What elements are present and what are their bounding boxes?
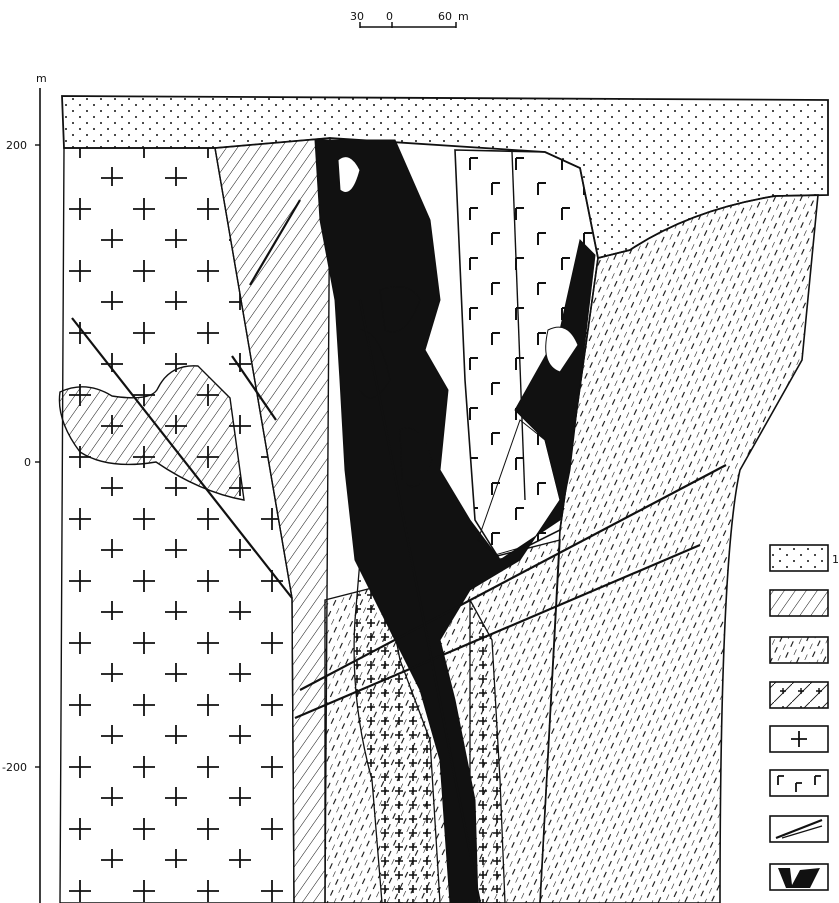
scale-left-label: 30 (350, 10, 364, 23)
legend-item-black-ore-body (770, 864, 828, 890)
legend-item-gabbro-corner (770, 770, 828, 796)
scale-bar: 30 0 60 m (350, 10, 469, 28)
geology-units (59, 96, 828, 903)
scale-unit-label: m (458, 10, 469, 23)
legend-item-granite-cross (770, 726, 828, 752)
legend: 1 (770, 545, 839, 890)
depth-tick-0: 0 (24, 456, 31, 469)
scale-right-label: 60 (438, 10, 452, 23)
legend-item-hatch-dense (770, 590, 828, 616)
depth-unit-label: m (36, 72, 47, 85)
depth-tick-200: 200 (6, 139, 27, 152)
legend-item-hatch-dashed (770, 637, 828, 663)
scale-zero-label: 0 (386, 10, 393, 23)
depth-tick-minus-200: -200 (2, 761, 27, 774)
legend-item-fault-line (770, 816, 828, 842)
legend-item-dotted-sand: 1 (770, 545, 839, 571)
depth-axis: m 200 0 -200 (2, 72, 47, 903)
legend-item-label: 1 (832, 553, 839, 566)
legend-item-hatch-with-crosses (770, 682, 828, 708)
